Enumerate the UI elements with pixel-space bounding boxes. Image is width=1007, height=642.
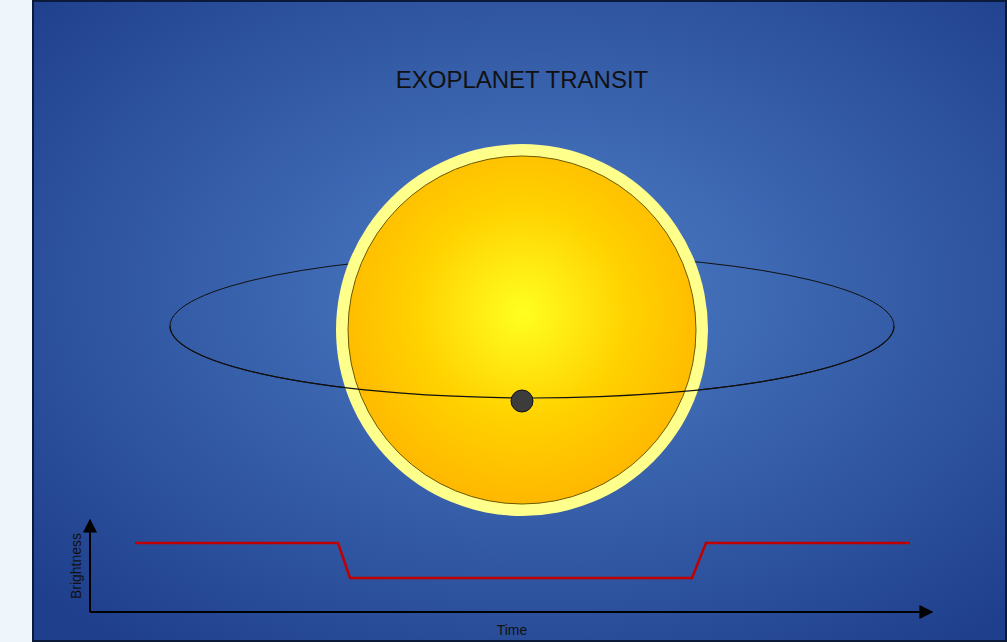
background-panel	[33, 1, 1006, 641]
x-axis	[90, 611, 932, 613]
y-axis	[89, 520, 91, 612]
star-corona	[336, 144, 708, 516]
star	[348, 156, 696, 504]
orbit-front	[170, 326, 894, 398]
diagram-title: EXOPLANET TRANSIT	[396, 66, 649, 94]
light-curve	[135, 543, 910, 578]
planet	[511, 390, 533, 412]
axis-label: Time	[497, 622, 528, 638]
axis-label: Brightness	[68, 533, 84, 599]
